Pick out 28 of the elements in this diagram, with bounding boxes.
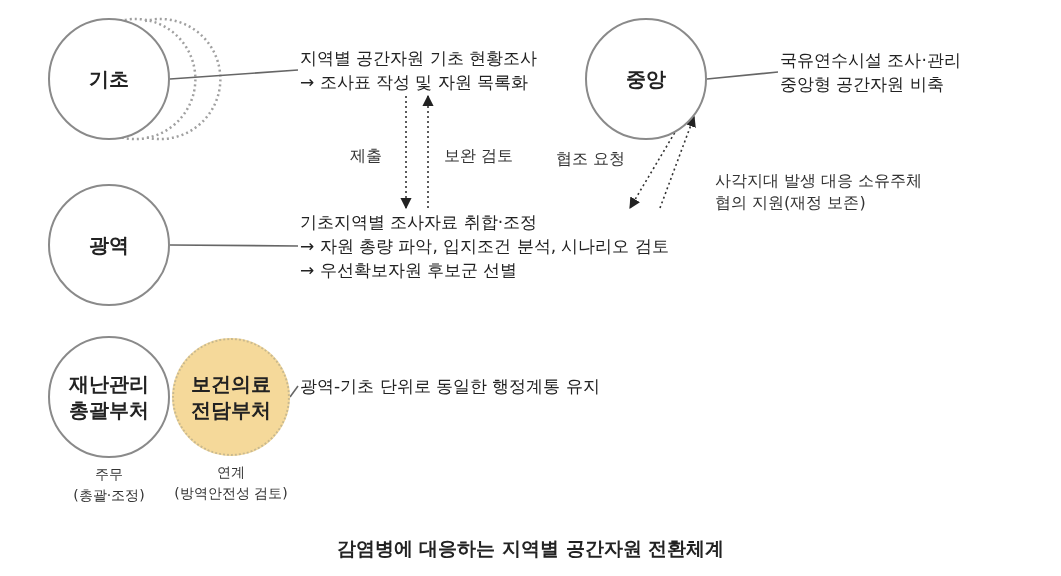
arrow [629, 132, 676, 209]
node-label: 기초 [89, 66, 129, 92]
node-label: 광역 [89, 232, 129, 258]
description-text: → 조사표 작성 및 자원 목록화 [300, 71, 530, 94]
description-text: 기초지역별 조사자료 취합·조정 [300, 211, 539, 234]
caption: 감염병에 대응하는 지역별 공간자원 전환체계 [335, 536, 726, 561]
role-caption: 연계 (방역안전성 검토) [173, 463, 289, 503]
connector-line [169, 69, 299, 80]
node-label: 보건의료 전담부처 [190, 371, 272, 423]
edge-label: 제출 [350, 145, 382, 167]
circle-node [48, 18, 170, 140]
role-caption: 주무 (총괄·조정) [72, 465, 146, 505]
edge-label: 보완 검토 [444, 145, 514, 167]
node-label: 재난관리 총괄부처 [68, 371, 150, 423]
description-text: 지역별 공간자원 기초 현황조사 [300, 47, 538, 70]
description-text: 국유연수시설 조사·관리 [780, 49, 961, 72]
connector-line [169, 244, 299, 247]
description-text: → 우선확보자원 후보군 선별 [300, 259, 519, 282]
description-text: 중앙형 공간자원 비축 [780, 73, 945, 96]
description-text: 광역-기초 단위로 동일한 행정계통 유지 [300, 375, 600, 398]
connector-line [706, 71, 779, 80]
edge-label: 사각지대 발생 대응 소유주체 협의 지원(재정 보존) [715, 170, 924, 214]
description-text: → 자원 총량 파악, 입지조건 분석, 시나리오 검토 [300, 235, 669, 258]
edge-label: 협조 요청 [556, 148, 626, 170]
arrow [422, 94, 434, 209]
connector-line [289, 385, 299, 398]
arrow [400, 95, 412, 210]
node-label: 중앙 [626, 66, 666, 92]
